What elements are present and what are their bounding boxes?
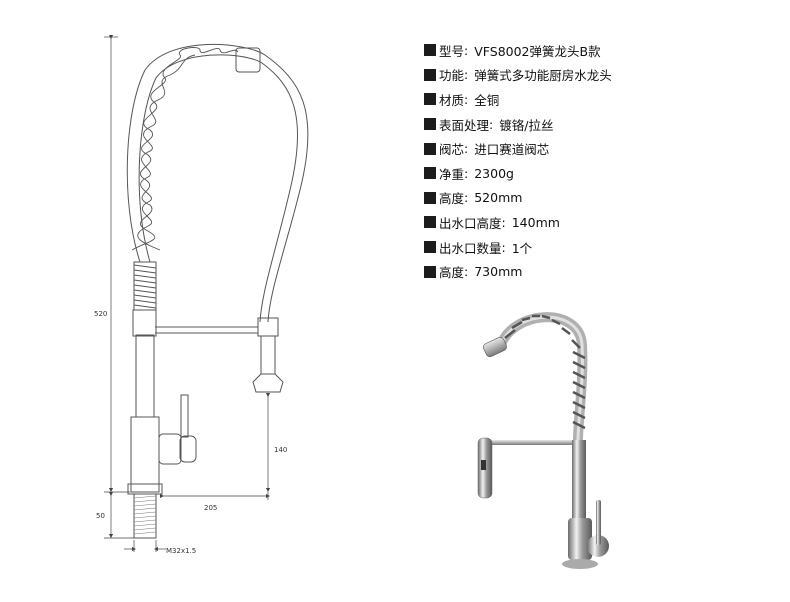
- square-bullet-icon: [424, 191, 436, 204]
- spec-separator: :: [464, 91, 469, 107]
- spec-separator: :: [464, 165, 469, 181]
- spec-value: 弹簧式多功能厨房水龙头: [474, 68, 612, 84]
- spec-item: 阀芯: 进口赛道阀芯: [424, 136, 612, 161]
- spec-separator: :: [464, 190, 469, 206]
- spec-item: 出水口数量:1个: [424, 235, 612, 260]
- dim-base-height: 50: [96, 512, 105, 520]
- spec-item: 表面处理: 镀铬/拉丝: [424, 112, 612, 137]
- spec-label: 表面处理: [439, 117, 490, 133]
- dim-thread: M32x1.5: [166, 547, 196, 555]
- faucet-photo: [477, 312, 609, 569]
- spec-item: 功能: 弹簧式多功能厨房水龙头: [424, 63, 612, 88]
- spec-separator: :: [464, 141, 469, 157]
- product-photo: [477, 312, 609, 569]
- spec-list: 型号: VFS8002弹簧龙头B款 功能: 弹簧式多功能厨房水龙头 材质: 全铜 表面…: [424, 38, 612, 284]
- spec-separator: :: [489, 116, 494, 132]
- spec-label: 高度: [439, 191, 465, 207]
- spec-value: 140mm: [511, 214, 560, 230]
- dimension-lines: [104, 34, 271, 552]
- thread-hatching: [133, 495, 157, 535]
- spec-label: 阀芯: [439, 142, 465, 158]
- spec-label: 出水口高度: [439, 215, 502, 231]
- square-bullet-icon: [424, 68, 436, 81]
- spec-item: 高度:730mm: [424, 259, 612, 284]
- spring-coils: [131, 47, 239, 309]
- spec-value: 进口赛道阀芯: [474, 142, 550, 158]
- spec-separator: :: [464, 264, 469, 280]
- spec-label: 功能: [439, 68, 465, 84]
- spec-item: 型号: VFS8002弹簧龙头B款: [424, 38, 612, 63]
- spec-separator: :: [464, 42, 469, 58]
- square-bullet-icon: [424, 44, 436, 57]
- spec-value: 全铜: [474, 92, 500, 108]
- dim-total-height: 520: [94, 310, 107, 318]
- square-bullet-icon: [424, 241, 436, 254]
- spec-value: 1个: [511, 240, 533, 256]
- spec-value: 镀铬/拉丝: [499, 117, 554, 133]
- spec-label: 高度: [439, 265, 465, 281]
- spec-item: 高度:520mm: [424, 186, 612, 211]
- spec-label: 材质: [439, 92, 465, 108]
- spec-label: 出水口数量: [439, 240, 502, 256]
- spec-separator: :: [501, 214, 506, 230]
- square-bullet-icon: [424, 216, 436, 229]
- square-bullet-icon: [424, 93, 436, 106]
- spec-value: VFS8002弹簧龙头B款: [474, 43, 601, 59]
- square-bullet-icon: [424, 265, 436, 278]
- spec-separator: :: [501, 239, 506, 255]
- spec-value: 520mm: [474, 190, 523, 206]
- square-bullet-icon: [424, 118, 436, 131]
- dim-spout-height: 140: [274, 446, 287, 454]
- spec-item: 出水口高度:140mm: [424, 210, 612, 235]
- faucet-outline: [126, 43, 309, 539]
- spec-item: 材质: 全铜: [424, 87, 612, 112]
- technical-drawing: 520 50 140 205 M32x1.5: [94, 34, 309, 555]
- spec-value: 2300g: [474, 165, 514, 181]
- dim-reach: 205: [204, 504, 217, 512]
- spec-separator: :: [464, 67, 469, 83]
- square-bullet-icon: [424, 167, 436, 180]
- spec-item: 净重:2300g: [424, 161, 612, 186]
- spec-label: 净重: [439, 166, 465, 182]
- spec-label: 型号: [439, 43, 465, 59]
- square-bullet-icon: [424, 142, 436, 155]
- spec-value: 730mm: [474, 264, 523, 280]
